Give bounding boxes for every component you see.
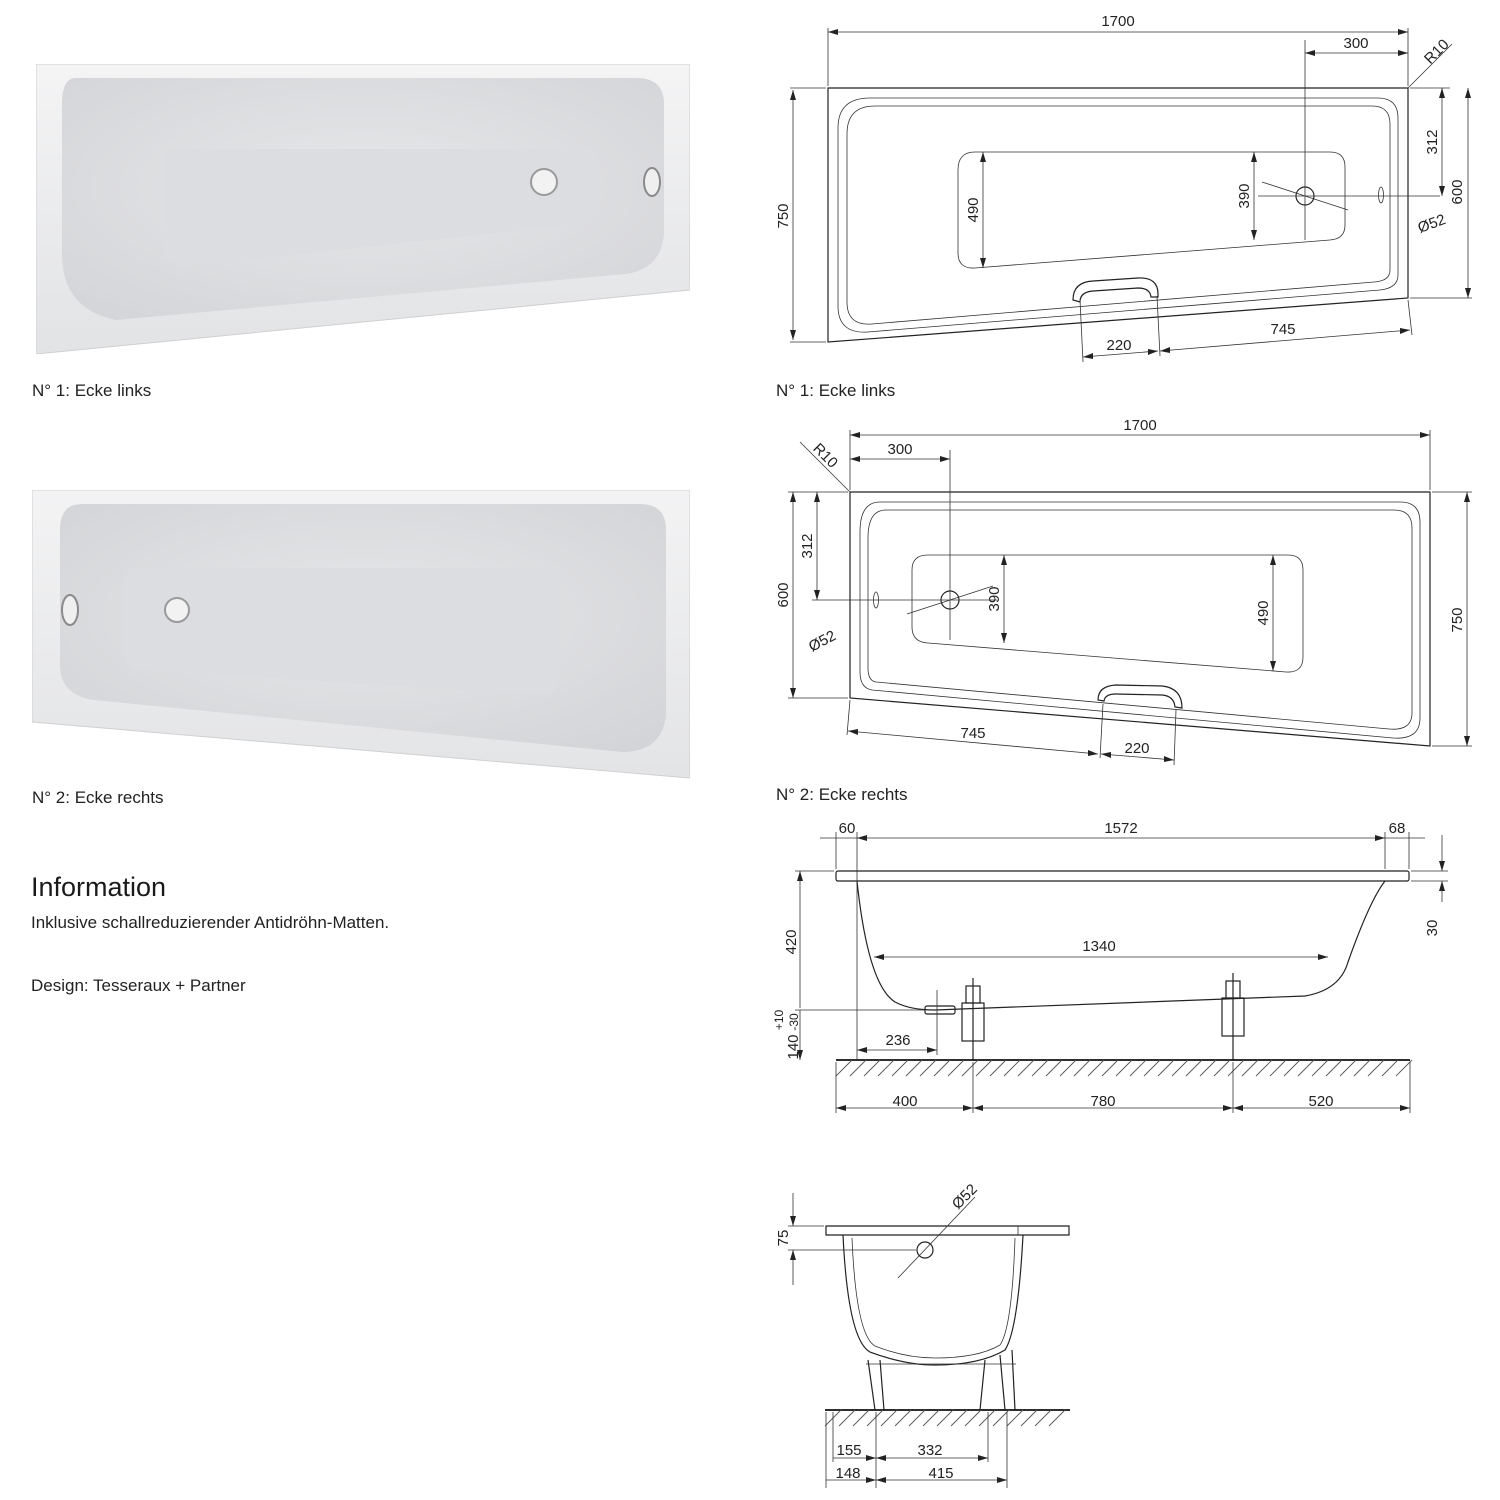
dim-p1-outlet-offset: 300 <box>1343 35 1368 52</box>
plan-caption-right: N° 2: Ecke rechts <box>776 785 908 804</box>
dim-side-adjust-minus: -30 <box>787 1013 801 1031</box>
dim-end-155: 155 <box>836 1442 861 1459</box>
dim-side-foot-height: 140 <box>785 1034 802 1059</box>
dim-p1-drain: Ø52 <box>1416 211 1448 237</box>
dim-p2-width-left: 600 <box>775 582 792 607</box>
dim-p2-outlet-top: 312 <box>799 533 816 558</box>
dim-side-height: 420 <box>783 929 800 954</box>
end-view: Ø52 75 155 332 148 415 <box>775 1181 1070 1488</box>
dim-side-rim-thickness: 30 <box>1424 920 1441 937</box>
dim-end-148: 148 <box>835 1465 860 1482</box>
dim-side-foot-2: 520 <box>1308 1093 1333 1110</box>
dim-p1-outlet-top: 312 <box>1424 129 1441 154</box>
dim-p2-outlet-offset: 300 <box>887 441 912 458</box>
info-text: Inklusive schallreduzierender Antidröhn-… <box>31 913 390 932</box>
info-design: Design: Tesseraux + Partner <box>31 976 246 995</box>
dim-p1-inner-right: 390 <box>1236 183 1253 208</box>
dim-end-415: 415 <box>928 1465 953 1482</box>
photo-caption-right: N° 2: Ecke rechts <box>32 788 164 807</box>
dim-side-inner-length: 1572 <box>1104 820 1137 837</box>
dim-side-foot-spacing: 780 <box>1090 1093 1115 1110</box>
dim-p2-inner-left: 390 <box>986 586 1003 611</box>
dim-end-332: 332 <box>917 1442 942 1459</box>
info-heading: Information <box>31 872 167 902</box>
dim-p1-handle-end: 745 <box>1270 321 1295 338</box>
plan-view-right-corner: 1700 300 R10 312 600 390 490 <box>775 417 1472 766</box>
dim-end-rim-height: 75 <box>775 1230 792 1247</box>
dim-p2-handle: 220 <box>1124 740 1149 757</box>
plan-view-left-corner: 1700 300 R10 750 490 390 312 <box>775 13 1472 363</box>
dim-side-drain-offset: 236 <box>885 1032 910 1049</box>
dim-p1-radius: R10 <box>1421 36 1452 67</box>
dim-p2-depth-total: 750 <box>1449 607 1466 632</box>
dim-side-right-rim: 68 <box>1389 820 1406 837</box>
dim-p1-length: 1700 <box>1101 13 1134 30</box>
dim-p1-width-right: 600 <box>1449 179 1466 204</box>
dim-p2-drain: Ø52 <box>806 627 839 655</box>
dim-p1-handle: 220 <box>1106 337 1131 354</box>
dim-p1-depth-total: 750 <box>775 203 792 228</box>
dim-p2-handle-end: 745 <box>960 725 985 742</box>
plan-caption-left: N° 1: Ecke links <box>776 381 895 400</box>
floor-hatch-side <box>835 1059 1413 1077</box>
dim-side-adjust-plus: +10 <box>772 1009 786 1030</box>
dim-side-bottom-length: 1340 <box>1082 938 1115 955</box>
dim-p2-length: 1700 <box>1123 417 1156 434</box>
photo-caption-left: N° 1: Ecke links <box>32 381 152 400</box>
dim-side-left-rim: 60 <box>839 820 856 837</box>
dim-p2-radius: R10 <box>809 440 840 471</box>
dim-p1-inner-left: 490 <box>965 197 982 222</box>
floor-hatch-end <box>824 1409 1066 1427</box>
tub-photo-left-corner <box>35 63 691 355</box>
dim-p2-inner-right: 490 <box>1255 600 1272 625</box>
dim-side-foot-1: 400 <box>892 1093 917 1110</box>
dim-end-drain: Ø52 <box>949 1181 981 1213</box>
side-view: 60 1572 68 420 +10 -30 140 30 1340 236 <box>772 820 1448 1113</box>
tub-photo-right-corner <box>31 489 691 780</box>
